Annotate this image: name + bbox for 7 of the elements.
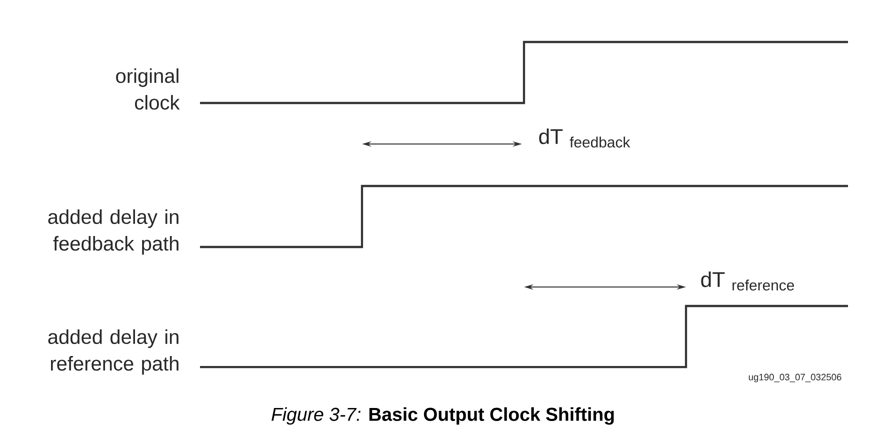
figure-id: ug190_03_07_032506 [748, 374, 842, 382]
delay-label: $\text{dT}\;_{\text{reference}}$ [701, 271, 794, 291]
signal-label: added delay in reference path [48, 329, 178, 375]
delay-label: $\text{dT}\;_{\text{feedback}}$ [539, 128, 630, 148]
signal-label: added delay in feedback path [48, 209, 178, 255]
figure-caption: Figure 3-7: Basic Output Clock Shifting [272, 407, 614, 425]
signal-label: original clock [116, 68, 180, 110]
